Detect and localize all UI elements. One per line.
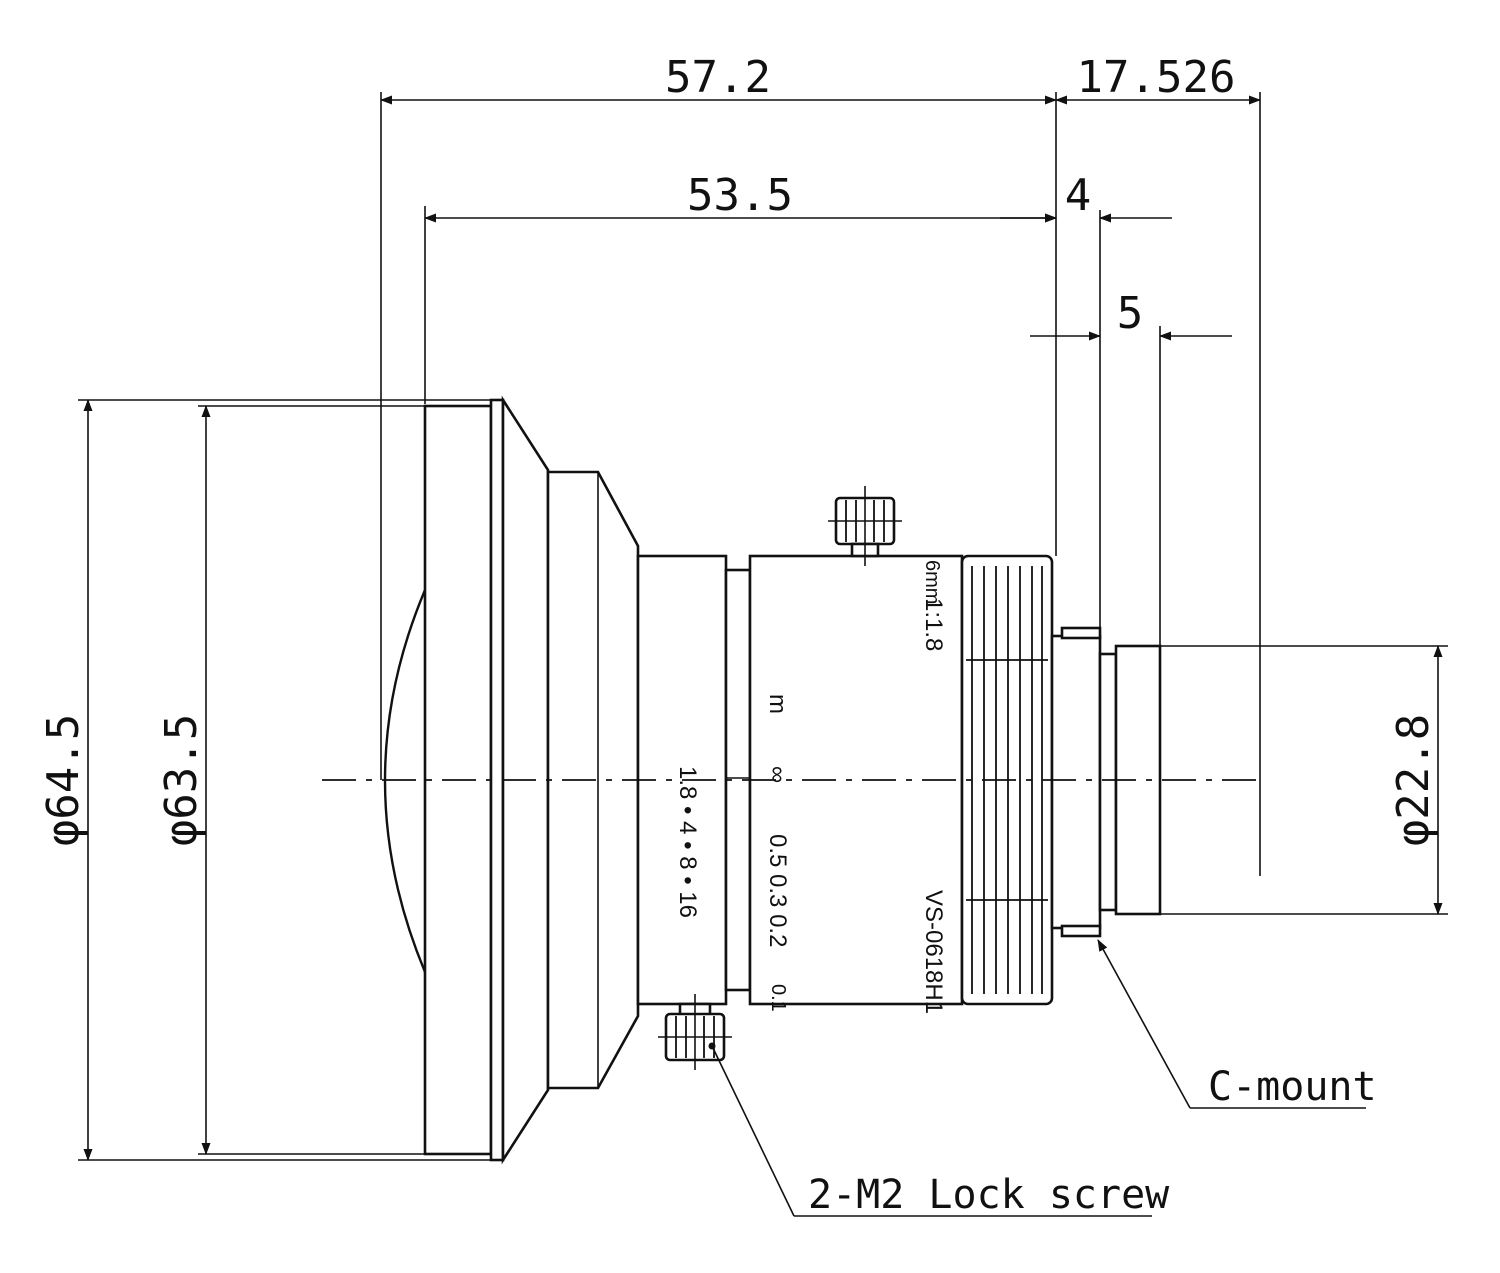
- front-bezel-lip: [489, 398, 505, 1162]
- dim-mount-diameter: φ22.8: [1388, 714, 1439, 846]
- c-mount-label: C-mount: [1208, 1064, 1377, 1110]
- unit-marking: m: [764, 694, 791, 714]
- distance-min-marking: 0.1: [767, 984, 789, 1012]
- mount-flange: [1050, 634, 1102, 930]
- front-glass: [383, 589, 427, 973]
- dim-overall-length: 57.2: [665, 52, 771, 103]
- lock-screw-label: 2-M2 Lock screw: [808, 1172, 1170, 1218]
- lens-markings: 6mm 1:1.8 m ∞ 0.5 0.3 0.2 0.1 VS-0618H1 …: [674, 560, 947, 1014]
- lock-screw-bottom: [658, 994, 732, 1070]
- dim-body-length: 53.5: [687, 170, 793, 221]
- f-stop-scale-marking: 1.8 • 4 • 8 • 16: [674, 766, 701, 918]
- aperture-marking: 1:1.8: [920, 598, 947, 651]
- mount-undercut: [1098, 652, 1118, 912]
- distance-scale-marking: 0.5 0.3 0.2: [764, 834, 791, 947]
- dim-back-focus: 17.526: [1077, 52, 1236, 103]
- infinity-marking: ∞: [764, 766, 791, 783]
- lock-screw-top: [828, 486, 902, 566]
- dim-outer-diameter: φ64.5: [38, 714, 89, 846]
- dim-mount-flange: 4: [1065, 170, 1092, 221]
- model-marking: VS-0618H1: [920, 890, 947, 1014]
- dim-mount-thread: 5: [1117, 288, 1144, 339]
- dimension-lines: [83, 95, 1443, 1161]
- focal-length-marking: 6mm: [921, 560, 943, 604]
- dim-front-diameter: φ63.5: [156, 714, 207, 846]
- callout-c-mount: C-mount: [1097, 939, 1377, 1110]
- callout-lock-screw: 2-M2 Lock screw: [708, 1042, 1170, 1218]
- extension-lines: [78, 92, 1448, 1161]
- dimension-labels: 57.2 17.526 53.5 4 5 φ64.5 φ63.5 φ22.8: [38, 52, 1439, 846]
